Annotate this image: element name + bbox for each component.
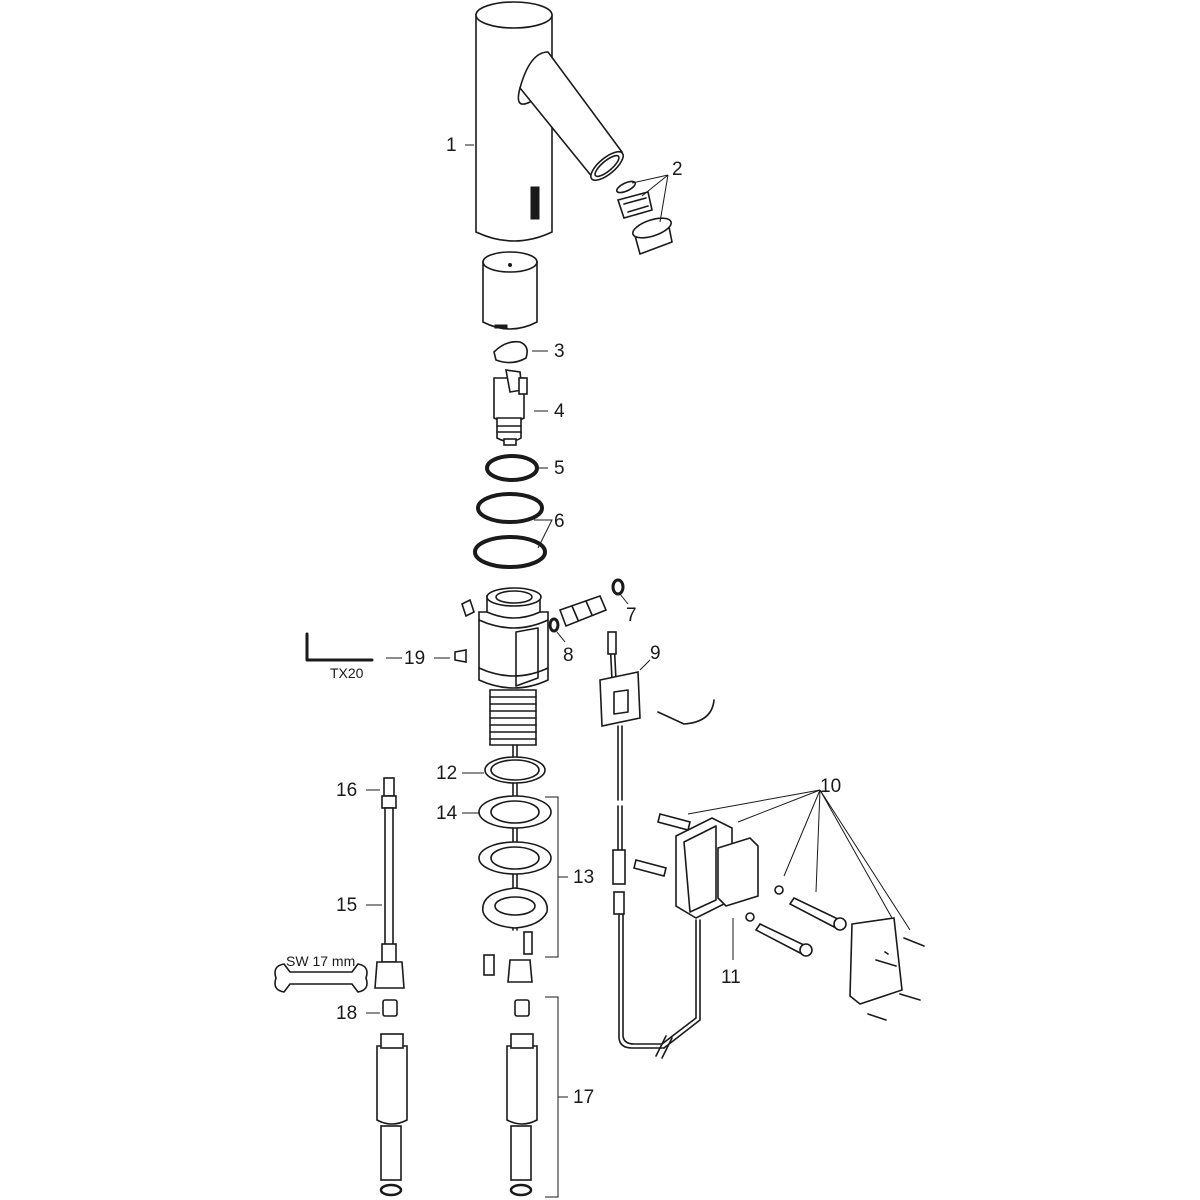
callout-14: 14: [436, 803, 458, 824]
seal-3: [493, 340, 528, 364]
callout-5: 5: [554, 458, 565, 479]
callout-3: 3: [554, 341, 565, 362]
hex-key-tx20: [305, 632, 374, 662]
callout-1: 1: [446, 135, 457, 156]
callout-9: 9: [650, 643, 661, 664]
callout-7: 7: [626, 605, 637, 626]
o-ring-5: [485, 454, 539, 482]
callout-16: 16: [336, 780, 358, 801]
callout-13: 13: [573, 867, 595, 888]
control-module: [599, 631, 641, 801]
leader-10: [687, 789, 911, 931]
callout-19: 19: [404, 648, 426, 669]
aerator-set: [615, 180, 673, 256]
insert-18b: [514, 999, 530, 1017]
faucet-body: [475, 1, 624, 242]
callout-12: 12: [436, 763, 458, 784]
callout-6: 6: [554, 511, 565, 532]
retaining-clip: [657, 699, 715, 725]
callout-15: 15: [336, 895, 358, 916]
ring-12: [484, 756, 546, 784]
callout-11: 11: [721, 967, 741, 988]
mounting-plate: [482, 887, 548, 929]
fixing-set: [745, 885, 925, 1021]
leader-7: [619, 593, 629, 605]
cartridge-cap: [482, 251, 538, 330]
leader-9: [639, 659, 651, 671]
solenoid-valve: [493, 369, 528, 446]
callout-8: 8: [563, 645, 574, 666]
callout-10: 10: [820, 776, 842, 797]
bracket-17: [545, 996, 568, 1198]
callout-17: 17: [573, 1087, 595, 1108]
pin: [461, 598, 475, 618]
hex-nut: [507, 959, 533, 983]
wrench-sw17: [274, 963, 368, 993]
callout-2: 2: [672, 159, 683, 180]
flex-hose: [374, 777, 405, 989]
leader-2: [631, 174, 669, 223]
extension-left: [376, 1033, 408, 1197]
bolt: [483, 954, 495, 976]
battery-box: [633, 813, 759, 919]
leader-6: [534, 519, 553, 549]
callout-4: 4: [554, 401, 565, 422]
callout-18: 18: [336, 1003, 358, 1024]
leader-8: [556, 631, 566, 643]
tool-label-hex-key: TX20: [330, 665, 364, 681]
screw-19: [454, 649, 467, 663]
insert-18: [382, 999, 398, 1017]
tool-label-wrench: SW 17 mm: [286, 953, 356, 969]
o-ring-6b: [473, 535, 547, 569]
o-ring-6a: [476, 492, 544, 524]
sensor-cable: [612, 805, 701, 1059]
stud: [523, 931, 533, 955]
connector-7-8: [548, 578, 625, 633]
bracket-13: [545, 796, 568, 958]
extension-right: [506, 1033, 538, 1197]
valve-housing: [478, 587, 549, 931]
